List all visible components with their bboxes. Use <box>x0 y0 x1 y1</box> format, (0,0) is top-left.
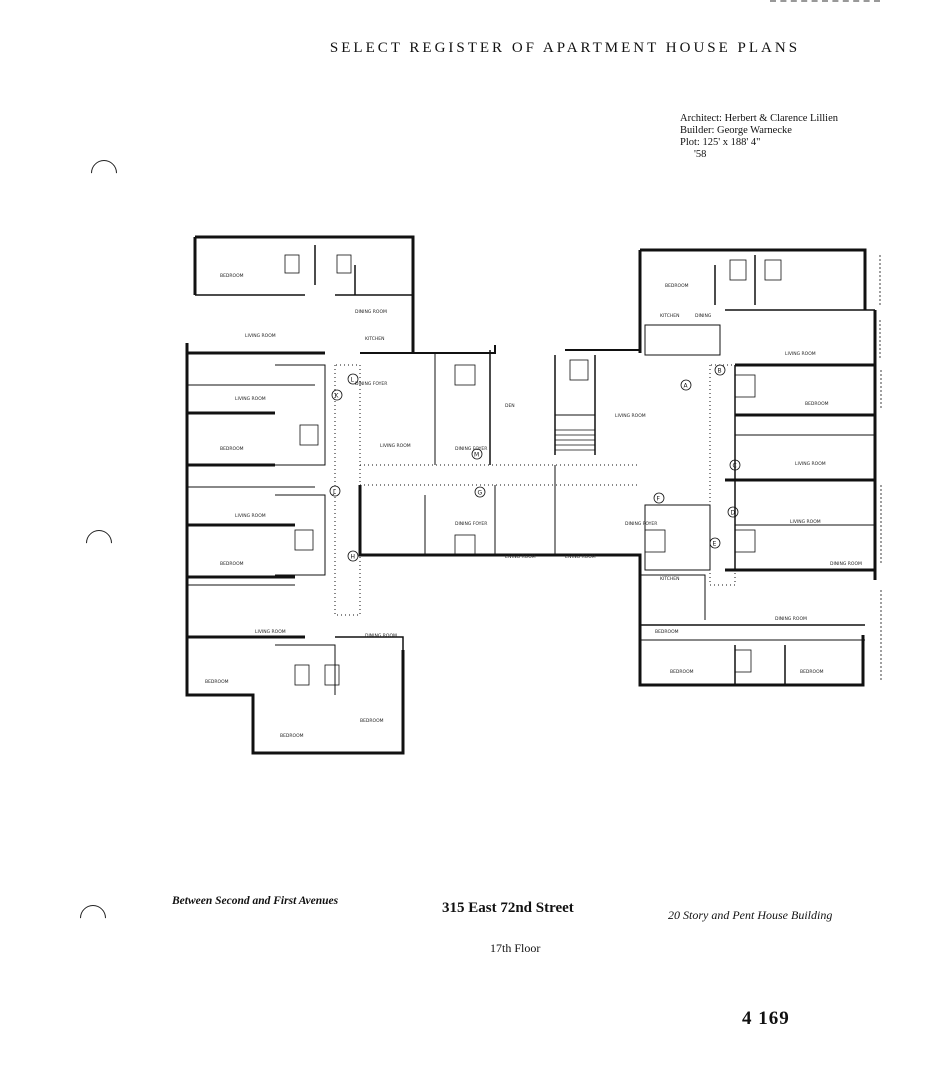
room-label: BEDROOM <box>670 669 694 675</box>
room-label: LIVING ROOM <box>235 396 266 402</box>
room-label: KITCHEN <box>660 576 680 582</box>
address-caption: 315 East 72nd Street <box>442 900 574 916</box>
room-label: KITCHEN <box>365 336 385 342</box>
room-label: BEDROOM <box>220 561 244 567</box>
room-label: DINING ROOM <box>355 309 387 315</box>
room-label: BEDROOM <box>280 733 304 739</box>
location-caption: Between Second and First Avenues <box>172 895 339 907</box>
room-label: BEDROOM <box>665 283 689 289</box>
architect-credit: Architect: Herbert & Clarence Lillien <box>680 113 839 124</box>
room-label: LIVING ROOM <box>565 554 596 560</box>
unit-marker-j: J <box>332 489 335 496</box>
plot-size: Plot: 125' x 188' 4" <box>680 137 761 148</box>
room-label: BEDROOM <box>360 718 384 724</box>
room-label: DEN <box>505 403 515 409</box>
room-label: LIVING ROOM <box>505 554 536 560</box>
room-label: LIVING ROOM <box>795 461 826 467</box>
room-label: DINING FOYER <box>355 381 387 387</box>
unit-marker-m: M <box>474 452 479 459</box>
room-label: LIVING ROOM <box>380 443 411 449</box>
room-label: DINING FOYER <box>455 446 487 452</box>
room-label: BEDROOM <box>205 679 229 685</box>
unit-marker-b: B <box>718 368 722 375</box>
room-label: DINING FOYER <box>625 521 657 527</box>
room-label: BEDROOM <box>220 446 244 452</box>
room-label: LIVING ROOM <box>245 333 276 339</box>
room-label: LIVING ROOM <box>790 519 821 525</box>
room-label: BEDROOM <box>800 669 824 675</box>
binder-hole-mark-bottom <box>74 899 112 937</box>
floor-plan: BEDROOM LIVING ROOM DINING ROOM KITCHEN … <box>185 235 882 755</box>
page-number: 4 169 <box>742 1008 790 1029</box>
unit-letter-markers: A B C D E F G H J K L M <box>329 364 741 562</box>
credits-block: Architect: Herbert & Clarence Lillien Bu… <box>680 113 838 161</box>
unit-marker-g: G <box>478 490 483 497</box>
page-title: SELECT REGISTER OF APARTMENT HOUSE PLANS <box>329 40 801 56</box>
top-edge-rule <box>770 0 880 4</box>
room-label: DINING FOYER <box>455 521 487 527</box>
room-labels: BEDROOM LIVING ROOM DINING ROOM KITCHEN … <box>205 273 862 739</box>
unit-marker-k: K <box>335 393 340 400</box>
unit-marker-e: E <box>713 541 717 548</box>
room-label: LIVING ROOM <box>615 413 646 419</box>
binder-hole-mark-top <box>85 154 123 192</box>
room-label: BEDROOM <box>655 629 679 635</box>
room-label: DINING ROOM <box>830 561 862 567</box>
bath-fixtures <box>284 254 782 686</box>
unit-marker-d: D <box>731 510 736 517</box>
binder-hole-mark-middle <box>80 524 118 562</box>
room-label: DINING ROOM <box>365 633 397 639</box>
building-caption: 20 Story and Pent House Building <box>668 908 833 922</box>
room-label: LIVING ROOM <box>255 629 286 635</box>
unit-marker-c: C <box>733 463 737 470</box>
floor-label: 17th Floor <box>490 941 541 955</box>
room-label: BEDROOM <box>805 401 829 407</box>
unit-marker-h: H <box>351 554 356 561</box>
stair-core <box>555 429 595 451</box>
builder-credit: Builder: George Warnecke <box>680 125 792 136</box>
unit-marker-a: A <box>684 383 689 390</box>
room-label: DINING ROOM <box>775 616 807 622</box>
room-label: LIVING ROOM <box>785 351 816 357</box>
room-label: DINING <box>695 313 712 319</box>
plan-code: '58 <box>694 149 707 160</box>
room-label: KITCHEN <box>660 313 680 319</box>
unit-marker-l: L <box>351 377 355 384</box>
plan-walls <box>185 235 882 755</box>
room-label: LIVING ROOM <box>235 513 266 519</box>
unit-marker-f: F <box>657 496 661 503</box>
room-label: BEDROOM <box>220 273 244 279</box>
